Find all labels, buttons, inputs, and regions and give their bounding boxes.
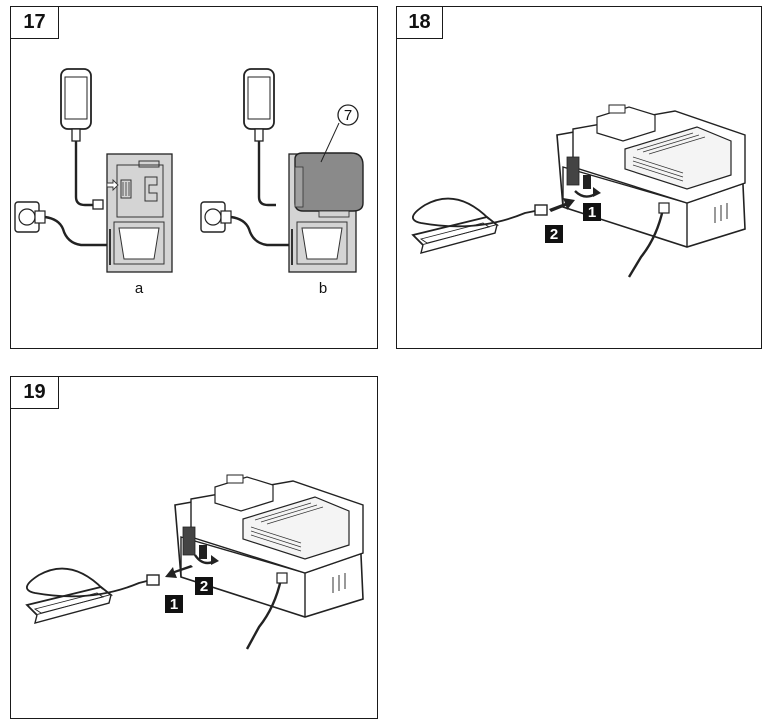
phone-18 — [411, 216, 499, 254]
step-2-label: 2 — [200, 578, 208, 595]
figure-18-number: 18 — [397, 7, 443, 39]
wall-socket-b — [200, 201, 232, 233]
usb-cable-a — [74, 141, 93, 207]
charger-18 — [556, 104, 746, 278]
figure-17a-group: a — [14, 68, 173, 297]
mains-cable-a — [44, 215, 109, 247]
usb-cable-19 — [26, 567, 148, 598]
callout-7-label: 7 — [344, 107, 352, 124]
usb-cable-b — [257, 141, 276, 207]
callout-7-circle — [337, 104, 359, 126]
step-1-label: 1 — [170, 596, 178, 613]
wall-socket-a — [14, 201, 46, 233]
step-1-box — [583, 203, 601, 221]
sublabel-b: b — [319, 280, 327, 297]
sublabel-a: a — [135, 280, 144, 297]
mains-cable-b — [230, 215, 291, 247]
step-2-box — [195, 577, 213, 595]
usb-cable-18 — [412, 197, 536, 228]
figure-18-panel: 18 — [396, 6, 762, 349]
step-1-box — [165, 595, 183, 613]
remove-arrow-19 — [165, 565, 193, 578]
charger-19 — [174, 474, 364, 650]
step-2-label: 2 — [550, 226, 558, 243]
insert-arrow-18 — [549, 198, 575, 212]
figure-17-panel: 17 — [10, 6, 378, 349]
insert-arrow-a — [106, 178, 119, 192]
step-1-label: 1 — [588, 204, 596, 221]
usb-plug-18 — [534, 204, 548, 216]
figure-19-number: 19 — [11, 377, 59, 409]
usb-plug-19 — [146, 574, 160, 586]
phone-19 — [25, 586, 113, 624]
figure-19-panel: 19 — [10, 376, 378, 719]
figure-17b-group: 7 b — [200, 68, 364, 297]
power-cord-19 — [245, 578, 283, 650]
step-2-box — [545, 225, 563, 243]
figure-18-illustration: 1 2 — [411, 104, 746, 278]
figure-17-number: 17 — [11, 7, 59, 39]
battery-pack — [294, 152, 364, 212]
figure-19-illustration: 1 2 — [25, 474, 364, 650]
callout-7-leader — [320, 122, 340, 163]
figure-17-illustration: a 7 b — [14, 68, 364, 297]
power-cord-18 — [627, 208, 665, 278]
